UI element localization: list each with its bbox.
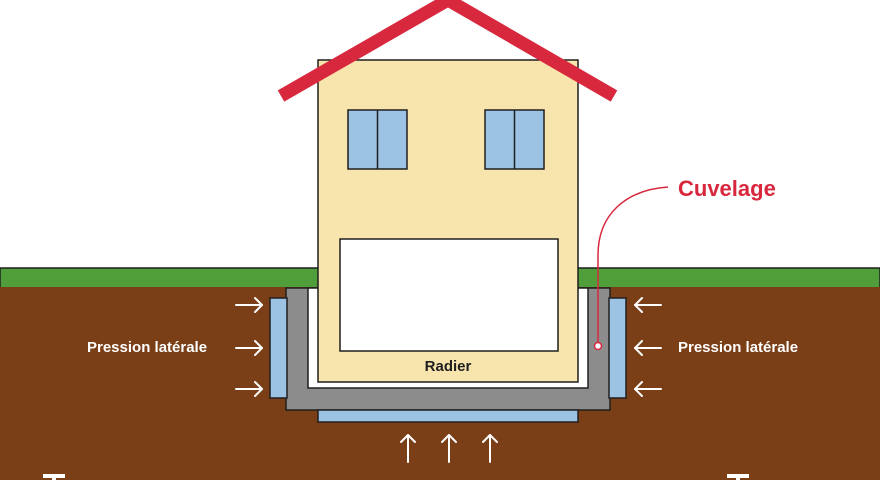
arrows-bottom: [400, 434, 498, 463]
radier-label: Radier: [425, 358, 472, 375]
arrow-left-bottom: [235, 381, 263, 397]
arrow-bottom-2: [441, 434, 457, 463]
pression-laterale-right-label: Pression latérale: [678, 339, 798, 356]
t-marker-left: [43, 474, 65, 480]
membrane-left: [269, 297, 288, 399]
roof: [277, 0, 618, 102]
membrane-bottom: [317, 409, 579, 423]
arrows-right: [634, 297, 662, 397]
arrow-right-top: [634, 297, 662, 313]
arrow-bottom-3: [482, 434, 498, 463]
cuvelage-leader-dot: [593, 341, 603, 351]
arrow-left-middle: [235, 340, 263, 356]
t-marker-right: [727, 474, 749, 480]
window-right: [484, 109, 545, 170]
cuvelage-leader-line: [597, 186, 669, 344]
arrow-bottom-1: [400, 434, 416, 463]
arrow-right-bottom: [634, 381, 662, 397]
arrows-left: [235, 297, 263, 397]
window-left: [347, 109, 408, 170]
membrane-right: [608, 297, 627, 399]
basement-opening: [339, 238, 559, 352]
arrow-right-middle: [634, 340, 662, 356]
arrow-left-top: [235, 297, 263, 313]
pression-laterale-left-label: Pression latérale: [87, 339, 207, 356]
cuvelage-label: Cuvelage: [678, 176, 776, 201]
